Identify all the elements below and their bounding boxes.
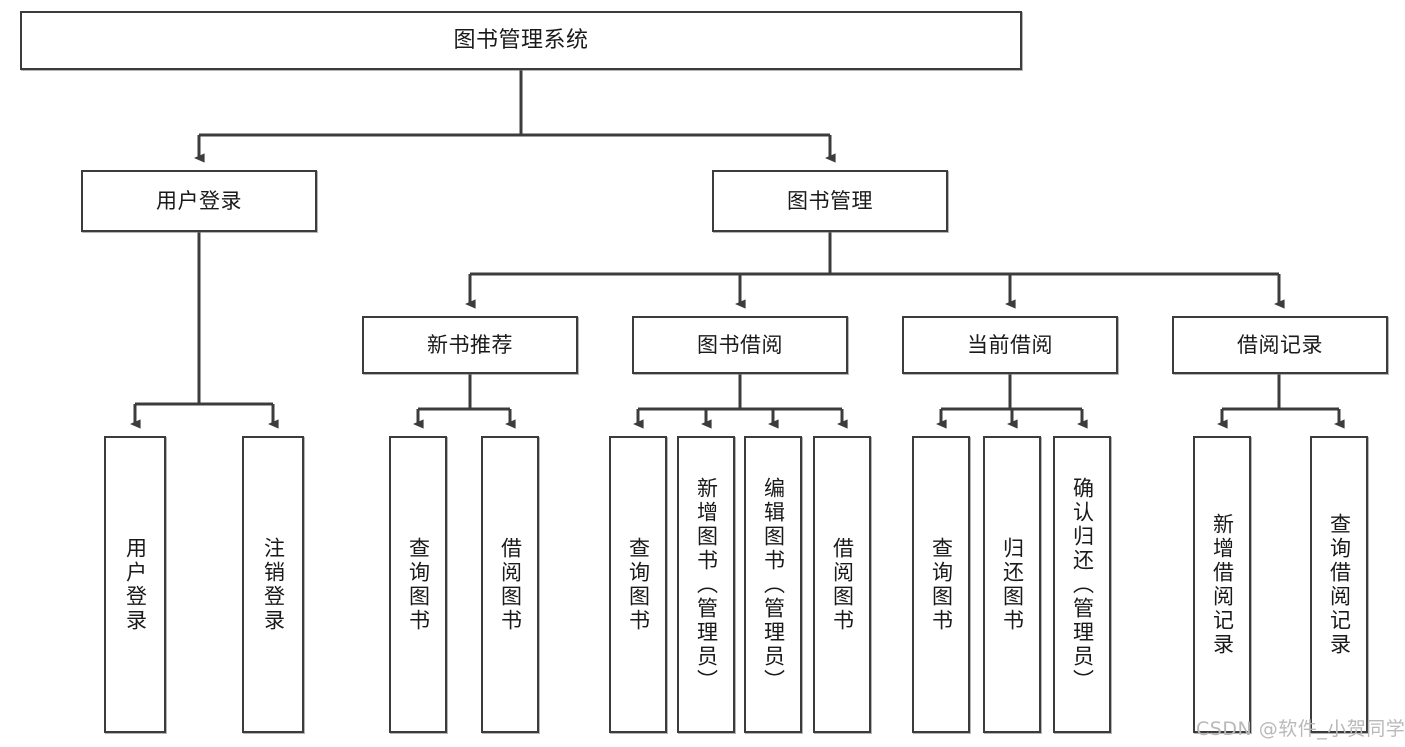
node-book-management[interactable]: 图书管理 — [712, 170, 948, 232]
leaf-confirm-return[interactable]: 确认归还（管理员） — [1053, 436, 1111, 733]
leaf-add-record[interactable]: 新增借阅记录 — [1193, 436, 1251, 733]
node-user-login-label: 用户登录 — [156, 188, 242, 213]
leaf-query-record-label: 查询借阅记录 — [1327, 512, 1352, 657]
leaf-query-book-b[interactable]: 查询图书 — [609, 436, 667, 733]
node-root[interactable]: 图书管理系统 — [20, 11, 1022, 70]
leaf-user-login-label: 用户登录 — [123, 536, 148, 633]
leaf-edit-book[interactable]: 编辑图书（管理员） — [744, 436, 802, 733]
leaf-add-record-label: 新增借阅记录 — [1210, 512, 1235, 657]
leaf-confirm-return-label: 确认归还（管理员） — [1070, 476, 1095, 693]
leaf-query-book-b-label: 查询图书 — [626, 536, 651, 633]
leaf-query-record[interactable]: 查询借阅记录 — [1310, 436, 1368, 733]
node-borrow-record-label: 借阅记录 — [1237, 332, 1323, 357]
leaf-query-book-a[interactable]: 查询图书 — [389, 436, 447, 733]
node-book-borrow-label: 图书借阅 — [697, 332, 783, 357]
leaf-query-book-c-label: 查询图书 — [929, 536, 954, 633]
leaf-return-book[interactable]: 归还图书 — [983, 436, 1041, 733]
leaf-return-book-label: 归还图书 — [1000, 536, 1025, 633]
leaf-borrow-book-b[interactable]: 借阅图书 — [813, 436, 871, 733]
node-current-borrow[interactable]: 当前借阅 — [902, 316, 1118, 374]
node-book-borrow[interactable]: 图书借阅 — [632, 316, 848, 374]
leaf-add-book[interactable]: 新增图书（管理员） — [677, 436, 735, 733]
node-new-book-recommend-label: 新书推荐 — [427, 332, 513, 357]
node-current-borrow-label: 当前借阅 — [967, 332, 1053, 357]
node-root-label: 图书管理系统 — [453, 27, 589, 53]
leaf-query-book-a-label: 查询图书 — [406, 536, 431, 633]
leaf-logout[interactable]: 注销登录 — [242, 436, 304, 733]
node-new-book-recommend[interactable]: 新书推荐 — [362, 316, 578, 374]
leaf-borrow-book-a-label: 借阅图书 — [498, 536, 523, 633]
csdn-watermark: CSDN @软件_小贺同学 — [1196, 718, 1405, 740]
leaf-borrow-book-b-label: 借阅图书 — [830, 536, 855, 633]
leaf-borrow-book-a[interactable]: 借阅图书 — [481, 436, 539, 733]
leaf-add-book-label: 新增图书（管理员） — [694, 476, 719, 693]
leaf-query-book-c[interactable]: 查询图书 — [912, 436, 970, 733]
node-book-management-label: 图书管理 — [787, 188, 873, 213]
node-user-login[interactable]: 用户登录 — [81, 170, 317, 232]
leaf-edit-book-label: 编辑图书（管理员） — [761, 476, 786, 693]
leaf-user-login[interactable]: 用户登录 — [104, 436, 166, 733]
leaf-logout-label: 注销登录 — [261, 536, 286, 633]
node-borrow-record[interactable]: 借阅记录 — [1172, 316, 1388, 374]
